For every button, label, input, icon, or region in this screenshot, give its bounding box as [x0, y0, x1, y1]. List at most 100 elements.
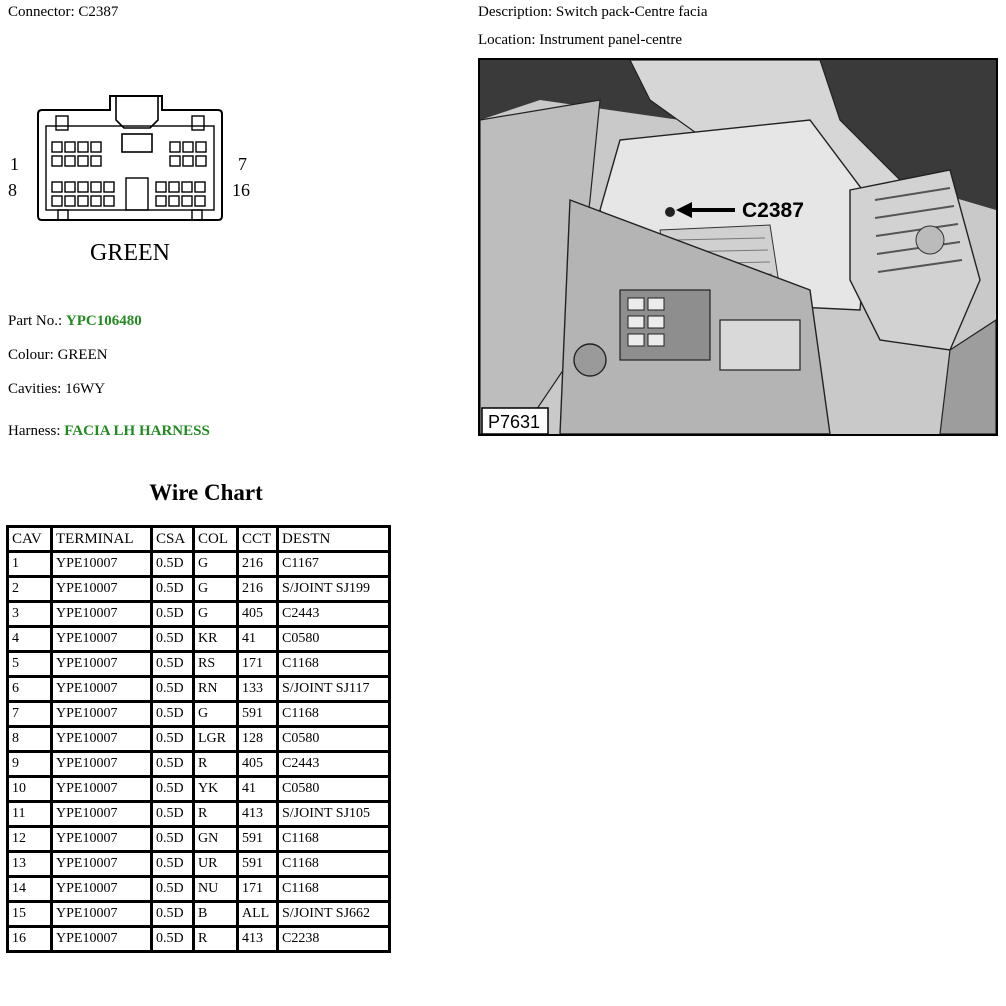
cell-col: UR	[192, 850, 239, 878]
connector-face-diagram: 1 8 7 16 GREEN	[8, 95, 250, 266]
cell-cav: 9	[6, 750, 53, 778]
cell-cav: 12	[6, 825, 53, 853]
cell-destn: C2443	[276, 600, 391, 628]
cell-destn: S/JOINT SJ105	[276, 800, 391, 828]
pin-label-16: 16	[232, 180, 250, 200]
cavities-label: Cavities:	[8, 381, 62, 397]
cell-cct: 171	[236, 650, 279, 678]
cell-cav: 14	[6, 875, 53, 903]
cell-col: NU	[192, 875, 239, 903]
pin-label-1: 1	[10, 154, 19, 174]
part-number-label: Part No.:	[8, 313, 63, 329]
cell-terminal: YPE10007	[50, 900, 153, 928]
column-header: CSA	[150, 525, 195, 553]
cell-csa: 0.5D	[150, 550, 195, 578]
cell-terminal: YPE10007	[50, 850, 153, 878]
description-line: Description: Switch pack-Centre facia	[478, 4, 708, 21]
location-value: Instrument panel-centre	[539, 32, 683, 48]
cell-cav: 5	[6, 650, 53, 678]
cell-col: LGR	[192, 725, 239, 753]
cell-csa: 0.5D	[150, 775, 195, 803]
cell-terminal: YPE10007	[50, 825, 153, 853]
location-line: Location: Instrument panel-centre	[478, 32, 682, 49]
colour-line: Colour: GREEN	[8, 347, 108, 364]
cell-csa: 0.5D	[150, 650, 195, 678]
cell-cct: 171	[236, 875, 279, 903]
location-label: Location:	[478, 32, 536, 48]
cell-cct: 216	[236, 575, 279, 603]
cell-cav: 13	[6, 850, 53, 878]
connector-colour-label: GREEN	[90, 240, 170, 266]
cell-cct: 128	[236, 725, 279, 753]
cell-destn: S/JOINT SJ117	[276, 675, 391, 703]
cell-destn: C0580	[276, 725, 391, 753]
cell-col: G	[192, 550, 239, 578]
column-header: DESTN	[276, 525, 391, 553]
cell-destn: C0580	[276, 775, 391, 803]
cell-csa: 0.5D	[150, 700, 195, 728]
cell-col: G	[192, 575, 239, 603]
cell-terminal: YPE10007	[50, 600, 153, 628]
cell-csa: 0.5D	[150, 800, 195, 828]
cell-cct: 413	[236, 800, 279, 828]
cell-terminal: YPE10007	[50, 750, 153, 778]
cell-col: GN	[192, 825, 239, 853]
connector-label: Connector:	[8, 4, 75, 20]
table-header-row: CAV TERMINAL CSA COL CCT DESTN	[6, 525, 391, 553]
part-number-value: YPC106480	[65, 313, 142, 329]
cell-csa: 0.5D	[150, 675, 195, 703]
cavity-row-top	[51, 141, 207, 167]
cell-destn: C1167	[276, 550, 391, 578]
cell-cct: 41	[236, 625, 279, 653]
cell-terminal: YPE10007	[50, 800, 153, 828]
cell-csa: 0.5D	[150, 825, 195, 853]
harness-label: Harness:	[8, 423, 61, 439]
column-header: CCT	[236, 525, 279, 553]
cell-cct: 591	[236, 825, 279, 853]
cell-terminal: YPE10007	[50, 650, 153, 678]
cell-csa: 0.5D	[150, 925, 195, 953]
cell-destn: C1168	[276, 650, 391, 678]
cavities-value: 16WY	[65, 381, 106, 397]
cell-col: RS	[192, 650, 239, 678]
cell-terminal: YPE10007	[50, 675, 153, 703]
connector-value: C2387	[78, 4, 119, 20]
cell-col: R	[192, 750, 239, 778]
cell-cav: 15	[6, 900, 53, 928]
cell-terminal: YPE10007	[50, 725, 153, 753]
cell-col: G	[192, 700, 239, 728]
harness-value: FACIA LH HARNESS	[64, 423, 210, 439]
cell-csa: 0.5D	[150, 750, 195, 778]
cell-terminal: YPE10007	[50, 775, 153, 803]
cell-destn: S/JOINT SJ662	[276, 900, 391, 928]
cell-cct: 413	[236, 925, 279, 953]
cavities-line: Cavities: 16WY	[8, 381, 105, 398]
cell-destn: C0580	[276, 625, 391, 653]
location-photo: C2387 P7631	[478, 58, 998, 436]
cell-csa: 0.5D	[150, 900, 195, 928]
description-label: Description:	[478, 4, 553, 20]
callout-label: C2387	[742, 199, 804, 222]
cell-col: G	[192, 600, 239, 628]
cell-cav: 8	[6, 725, 53, 753]
cell-col: YK	[192, 775, 239, 803]
cell-cav: 10	[6, 775, 53, 803]
cell-terminal: YPE10007	[50, 625, 153, 653]
cell-cav: 7	[6, 700, 53, 728]
cell-cav: 3	[6, 600, 53, 628]
pin-label-7: 7	[238, 154, 247, 174]
cavity-row-bottom	[51, 181, 206, 207]
